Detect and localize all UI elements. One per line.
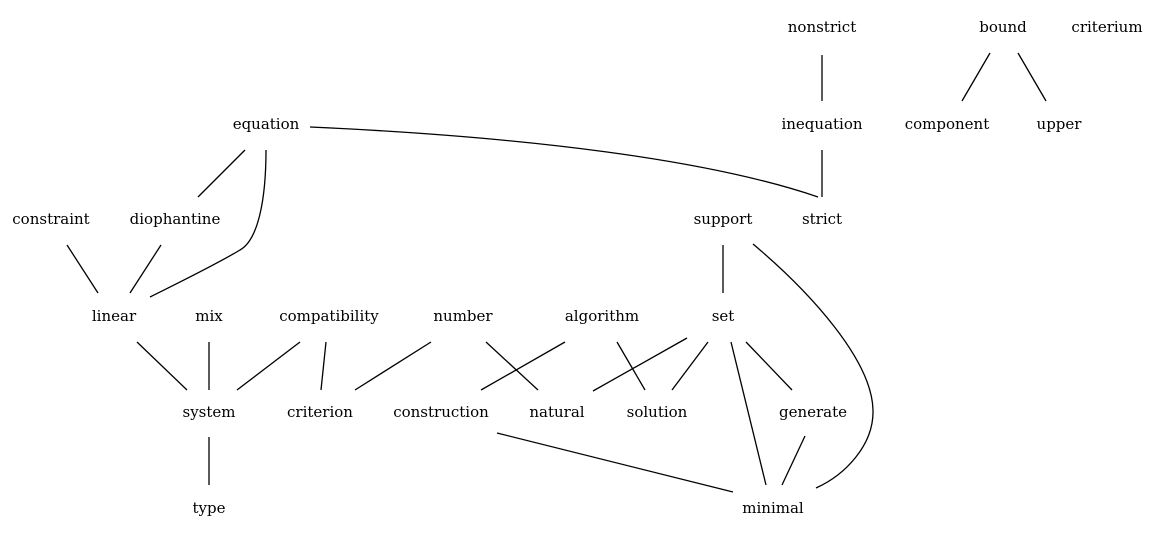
node-set: set — [712, 307, 735, 325]
node-minimal: minimal — [742, 499, 804, 517]
edge-set-solution — [671, 341, 709, 391]
node-linear: linear — [92, 307, 137, 325]
edge-algorithm-construction — [480, 341, 566, 391]
edge-support-minimal — [752, 243, 874, 489]
edge-number-criterion — [354, 341, 432, 391]
edge-linear-system — [136, 341, 188, 391]
node-solution: solution — [627, 403, 688, 421]
node-inequation: inequation — [781, 115, 862, 133]
edge-bound-component — [961, 52, 991, 102]
node-criterion: criterion — [287, 403, 353, 421]
edge-compatibility-system — [236, 341, 301, 391]
node-upper: upper — [1037, 115, 1083, 133]
edges-layer — [66, 52, 1047, 493]
edge-diophantine-linear — [129, 244, 162, 294]
edge-compatibility-criterion — [320, 341, 327, 391]
edge-set-minimal — [730, 341, 767, 486]
node-construction: construction — [393, 403, 489, 421]
nodes-layer: nonstrict bound criterium equation inequatio… — [12, 18, 1142, 517]
node-support: support — [694, 210, 753, 228]
edge-set-natural — [592, 337, 688, 392]
edge-equation-diophantine — [197, 149, 246, 198]
node-criterium: criterium — [1071, 18, 1142, 36]
node-strict: strict — [802, 210, 842, 228]
node-nonstrict: nonstrict — [788, 18, 856, 36]
node-natural: natural — [529, 403, 584, 421]
edge-equation-linear — [149, 149, 267, 298]
node-generate: generate — [779, 403, 847, 421]
edge-set-generate — [745, 341, 793, 391]
edge-constraint-linear — [66, 244, 99, 294]
edge-generate-minimal — [781, 435, 806, 486]
edge-number-natural — [485, 341, 539, 391]
edge-construction-minimal — [496, 432, 734, 493]
node-diophantine: diophantine — [130, 210, 221, 228]
node-algorithm: algorithm — [565, 307, 639, 325]
edge-algorithm-solution — [616, 341, 646, 391]
node-component: component — [905, 115, 990, 133]
node-equation: equation — [233, 115, 300, 133]
node-compatibility: compatibility — [279, 307, 379, 325]
edge-bound-upper — [1017, 52, 1047, 102]
node-constraint: constraint — [12, 210, 89, 228]
edge-equation-strict — [309, 126, 819, 198]
node-system: system — [183, 403, 236, 421]
node-number: number — [433, 307, 493, 325]
node-mix: mix — [195, 307, 223, 325]
node-type: type — [193, 499, 226, 517]
node-bound: bound — [979, 18, 1027, 36]
